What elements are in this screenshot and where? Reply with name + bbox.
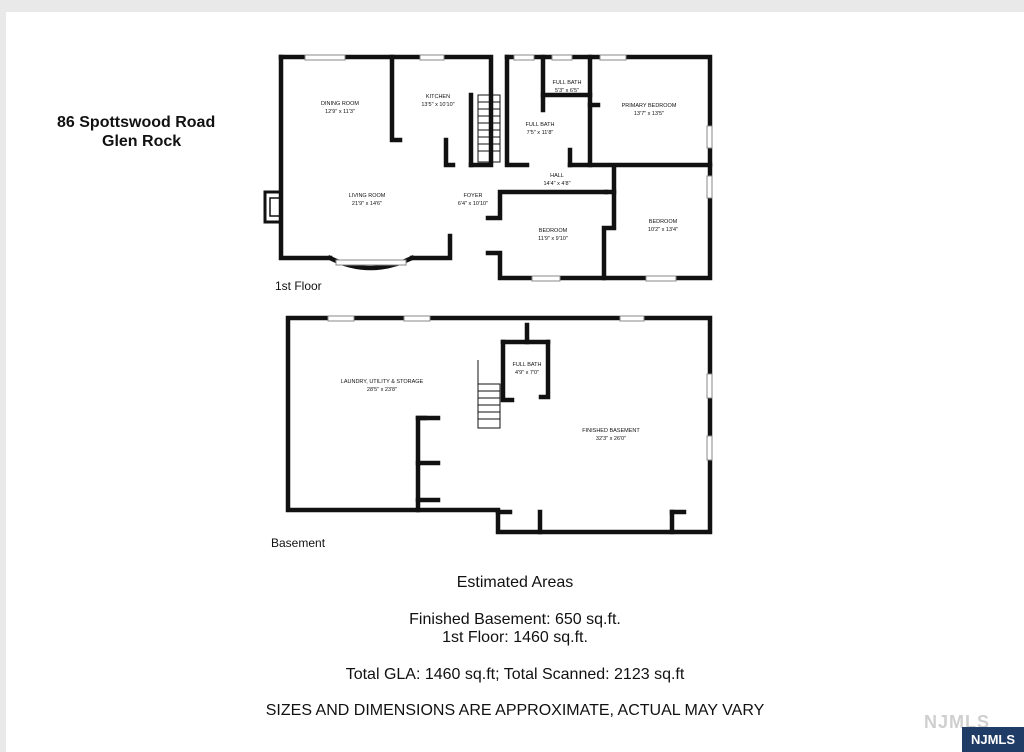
basement-label: Basement xyxy=(271,536,326,550)
room-name: FINISHED BASEMENT xyxy=(582,428,640,434)
estimated-areas-heading: Estimated Areas xyxy=(456,574,574,591)
njmls-badge: NJMLS xyxy=(962,727,1024,752)
paper-sheet xyxy=(6,12,1024,752)
basement-stairs xyxy=(477,360,501,429)
room-name: HALL xyxy=(550,173,564,179)
total-area: Total GLA: 1460 sq.ft; Total Scanned: 21… xyxy=(345,666,685,683)
room-dim: 6'4" x 10'10" xyxy=(458,201,488,207)
first-floor-stairs xyxy=(477,94,501,163)
room-name: LIVING ROOM xyxy=(349,193,386,199)
room-dim: 12'9" x 11'3" xyxy=(325,109,355,115)
room-dim: 13'7" x 13'5" xyxy=(634,111,664,117)
room-dim: 10'2" x 13'4" xyxy=(648,227,678,233)
room-name: FULL BATH xyxy=(525,122,554,128)
room-name: BEDROOM xyxy=(539,228,568,234)
room-name: DINING ROOM xyxy=(321,101,359,107)
basement-walls xyxy=(285,315,713,535)
first-floor-windows xyxy=(304,54,713,282)
room-name: KITCHEN xyxy=(426,94,450,100)
address-line-1: 86 Spottswood Road xyxy=(57,114,216,131)
room-dim: 32'3" x 26'0" xyxy=(596,436,626,442)
room-dim: 11'9" x 9'10" xyxy=(538,236,568,242)
finished-basement-area: Finished Basement: 650 sq.ft. xyxy=(409,611,621,628)
room-dim: 14'4" x 4'8" xyxy=(543,181,570,187)
room-name: LAUNDRY, UTILITY & STORAGE xyxy=(341,379,424,385)
room-name: FULL BATH xyxy=(512,362,541,368)
address-line-2: Glen Rock xyxy=(102,133,182,150)
basement-windows xyxy=(327,315,713,461)
first-floor-label: 1st Floor xyxy=(275,279,322,293)
room-dim: 21'9" x 14'6" xyxy=(352,201,382,207)
room-dim: 5'3" x 6'5" xyxy=(555,88,579,94)
room-dim: 7'5" x 11'8" xyxy=(527,130,554,136)
room-dim: 28'5" x 23'8" xyxy=(367,387,397,393)
disclaimer-text: SIZES AND DIMENSIONS ARE APPROXIMATE, AC… xyxy=(265,702,765,719)
first-floor-room-labels: DINING ROOM 12'9" x 11'3" KITCHEN 13'5" … xyxy=(321,80,678,242)
basement-room-labels: LAUNDRY, UTILITY & STORAGE 28'5" x 23'8"… xyxy=(341,362,641,442)
room-name: FOYER xyxy=(464,193,483,199)
room-dim: 13'5" x 10'10" xyxy=(421,102,454,108)
room-name: FULL BATH xyxy=(552,80,581,86)
first-floor-walls xyxy=(263,54,713,281)
room-name: BEDROOM xyxy=(649,219,678,225)
room-dim: 4'9" x 7'0" xyxy=(515,370,539,376)
room-name: PRIMARY BEDROOM xyxy=(622,103,677,109)
first-floor-area: 1st Floor: 1460 sq.ft. xyxy=(442,629,588,646)
